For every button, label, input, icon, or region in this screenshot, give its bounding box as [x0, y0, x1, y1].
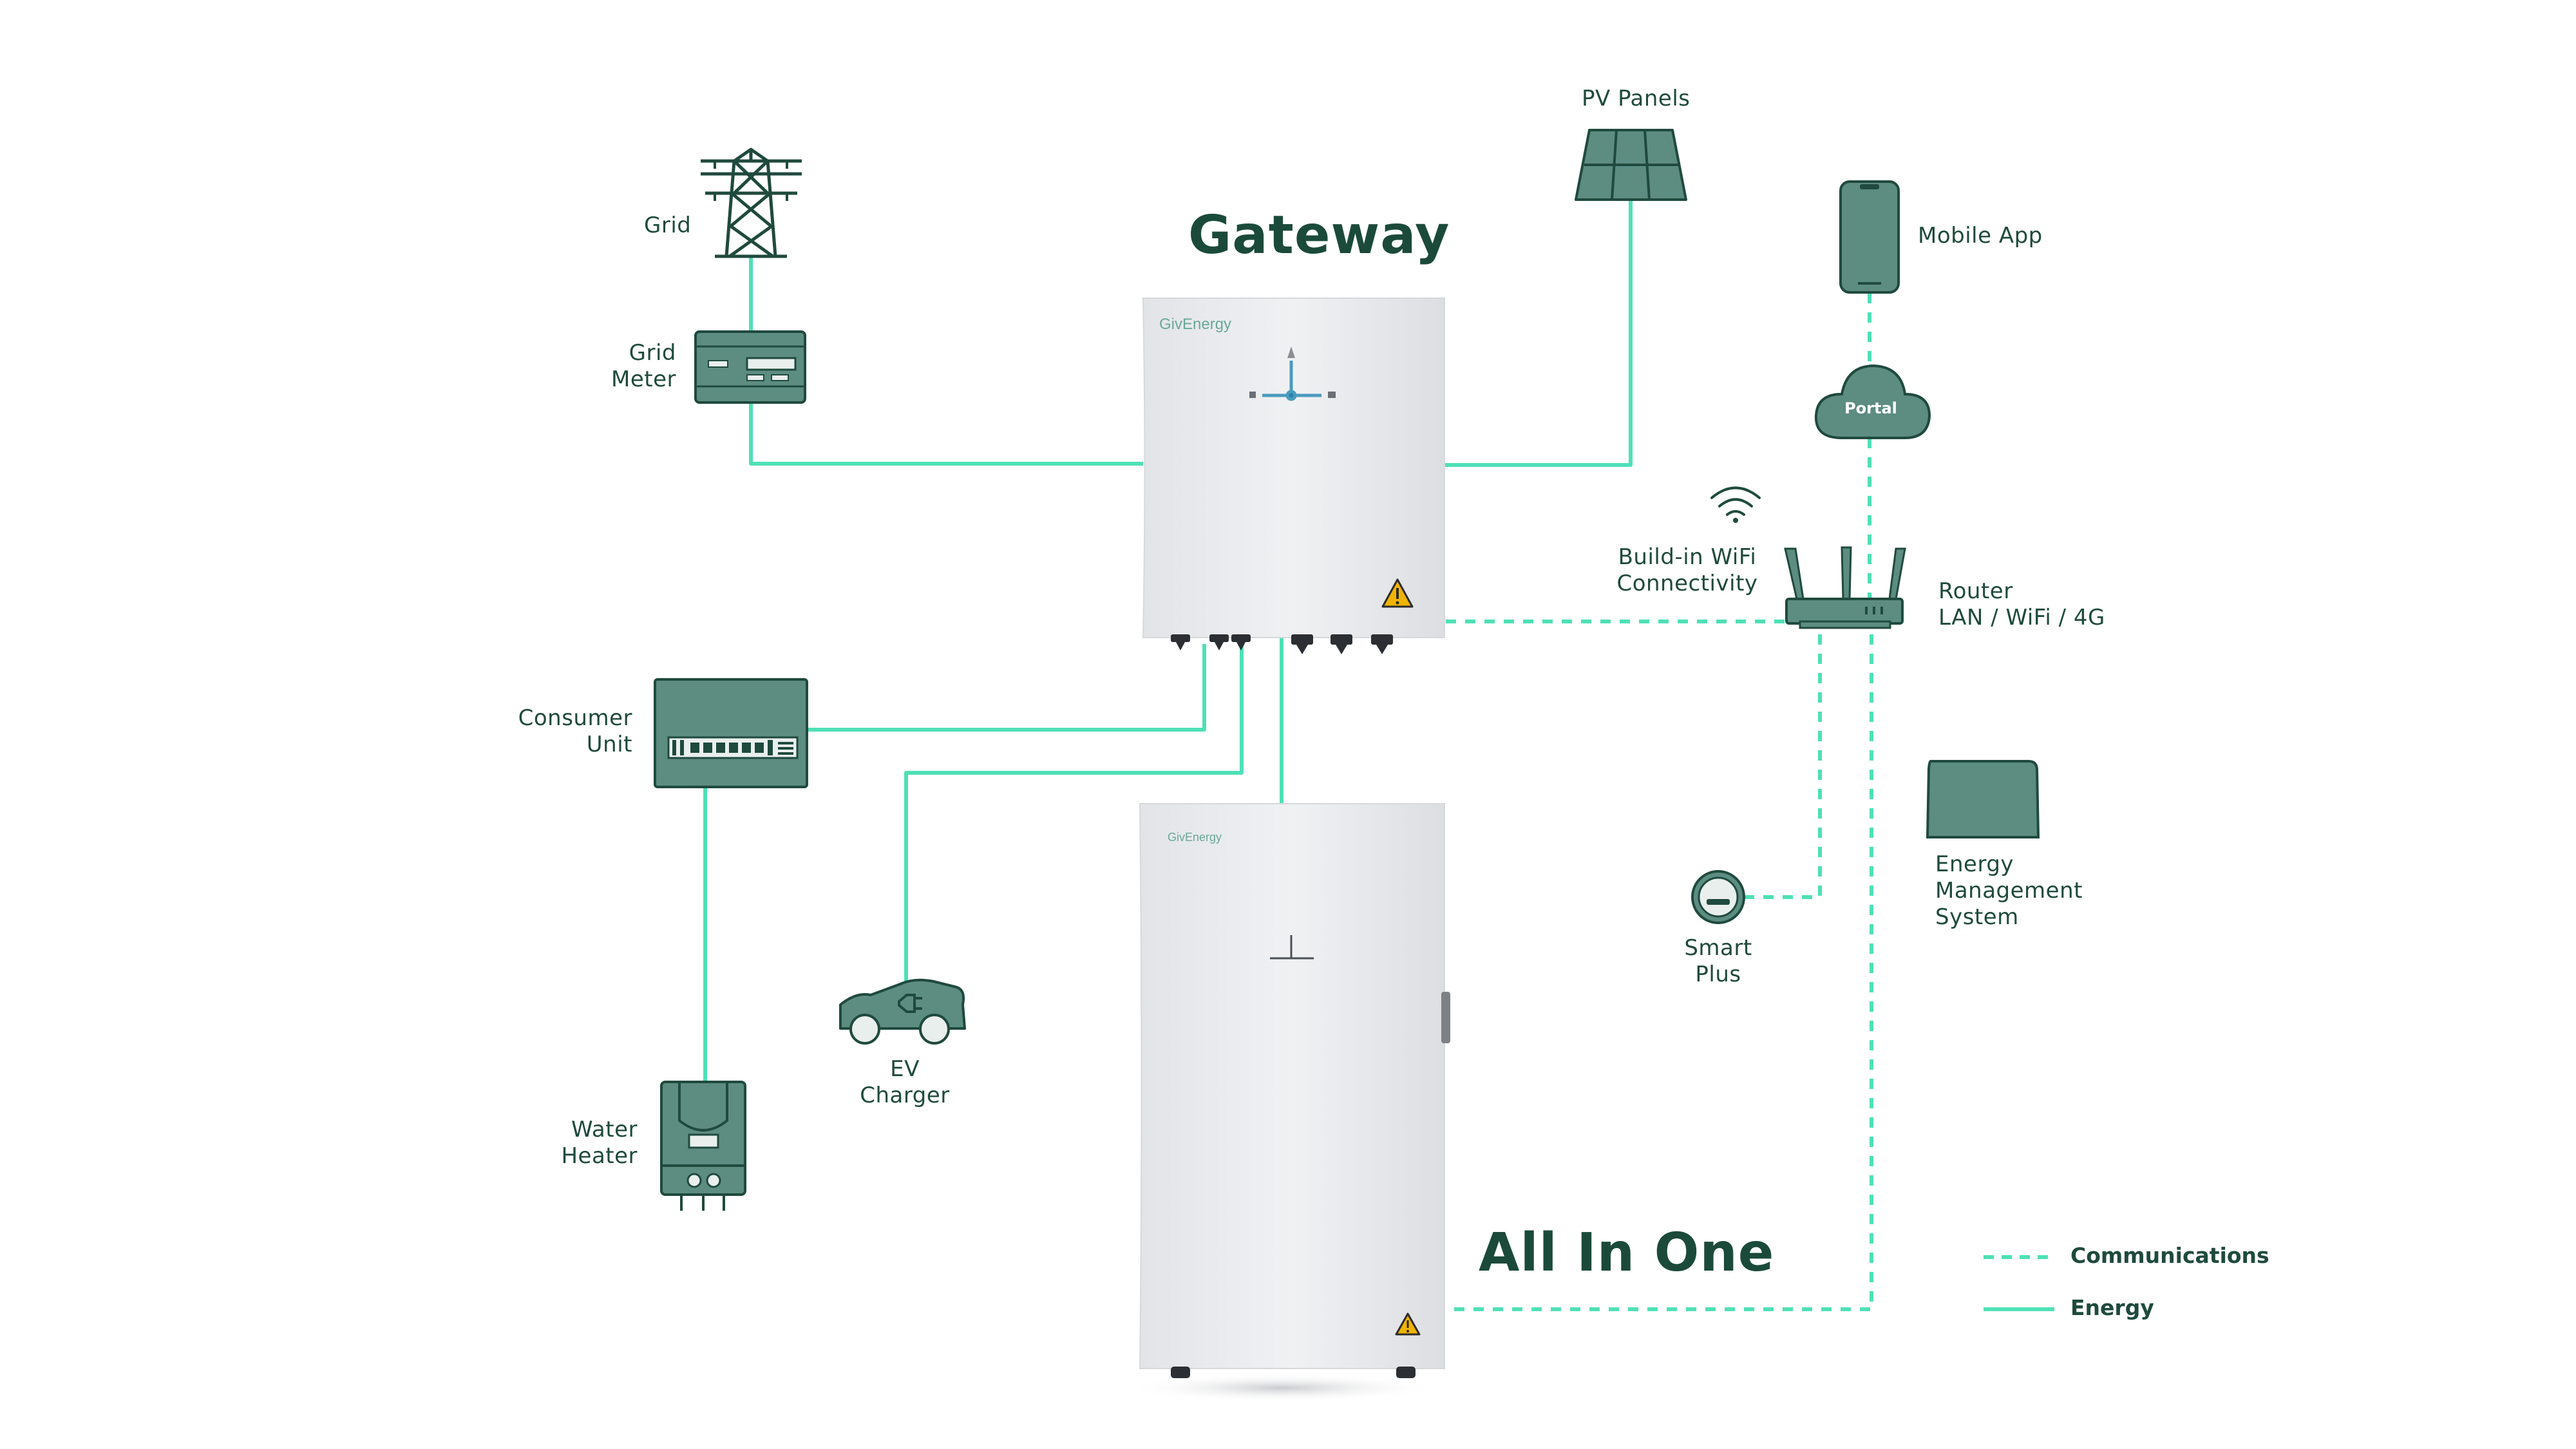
- gateway-title: Gateway: [1188, 205, 1450, 266]
- gateway-unit: [1142, 298, 1445, 654]
- gateway-warning-icon: [1381, 578, 1414, 608]
- grid-label: Grid: [644, 213, 692, 238]
- water-heater-label: Water Heater: [535, 1117, 638, 1170]
- cloud-icon: [1814, 364, 1931, 439]
- gateway-pylon-mark: [1287, 346, 1295, 358]
- gateway-brand: GivEnergy: [1159, 316, 1232, 333]
- aio-warning-icon: [1395, 1312, 1421, 1336]
- water-heater-icon: [660, 1081, 746, 1211]
- legend-energy-label: Energy: [2070, 1295, 2154, 1320]
- meter-icon: [694, 330, 806, 404]
- consumer-unit-icon: [654, 678, 808, 788]
- ev-charger-label-line1: EV: [890, 1056, 920, 1082]
- water-heater-label-line1: Water: [571, 1117, 638, 1142]
- wifi-label-line2: Connectivity: [1616, 571, 1758, 596]
- comm-line-router-to-aio: [1449, 634, 1873, 1311]
- energy-lines: [703, 201, 1633, 1082]
- grid-meter-label-line2: Meter: [611, 366, 676, 392]
- ems-screen-icon: [1926, 760, 2040, 838]
- aio-status-display: [1270, 935, 1314, 960]
- energy-line-meter-to-gateway: [749, 402, 1143, 466]
- smart-plus-label-line2: Plus: [1695, 961, 1741, 987]
- water-heater-label-line2: Heater: [561, 1143, 638, 1169]
- energy-line-gateway-to-consumer-unit: [807, 644, 1206, 732]
- ems-label-line1: Energy: [1935, 851, 2014, 877]
- wifi-label-line1: Build-in WiFi: [1618, 544, 1757, 570]
- energy-line-gateway-to-ev: [904, 644, 1244, 985]
- energy-line-pv-to-gateway: [1443, 201, 1633, 467]
- router-label-line2: LAN / WiFi / 4G: [1938, 605, 2105, 630]
- all-in-one-title: All In One: [1479, 1222, 1775, 1283]
- gateway-status-display: [1262, 361, 1321, 401]
- consumer-unit-label: Consumer Unit: [489, 705, 632, 758]
- pylon-icon: [701, 147, 802, 258]
- ems-label-line2: Management: [1935, 878, 2083, 904]
- pv-panels-label: PV Panels: [1582, 86, 1690, 111]
- portal-label: Portal: [1844, 399, 1897, 417]
- gateway-connectors: [1171, 634, 1393, 654]
- router-label-line1: Router: [1938, 578, 2013, 604]
- router-icon: [1784, 546, 1906, 629]
- ev-charger-label-line2: Charger: [860, 1083, 950, 1108]
- solar-panel-icon: [1575, 129, 1687, 201]
- aio-feet: [1171, 1367, 1416, 1378]
- router-label: Router LAN / WiFi / 4G: [1938, 578, 2105, 631]
- ems-label-line3: System: [1935, 904, 2019, 930]
- ev-charger-label: EV Charger: [853, 1056, 956, 1109]
- electric-car-icon: [839, 978, 966, 1045]
- smart-plus-icon: [1691, 870, 1745, 924]
- comm-line-router-to-smart-plus: [1745, 634, 1822, 899]
- aio-brand: GivEnergy: [1168, 831, 1222, 844]
- consumer-unit-label-line2: Unit: [586, 732, 632, 757]
- wifi-label: Build-in WiFi Connectivity: [1591, 544, 1784, 597]
- legend-swatches: [1984, 1255, 2054, 1311]
- consumer-unit-label-line1: Consumer: [518, 705, 632, 731]
- grid-meter-label: Grid Meter: [580, 340, 676, 393]
- wifi-icon: [1710, 486, 1761, 523]
- comm-lines: [1446, 293, 1873, 1311]
- smart-plus-label-line1: Smart: [1684, 935, 1752, 961]
- smart-plus-label: Smart Plus: [1667, 935, 1770, 988]
- ems-label: Energy Management System: [1935, 851, 2083, 931]
- phone-icon: [1839, 180, 1900, 294]
- all-in-one-unit: [1127, 803, 1450, 1402]
- grid-meter-label-line1: Grid: [629, 340, 676, 366]
- mobile-app-label: Mobile App: [1918, 223, 2043, 249]
- legend-communications-label: Communications: [2070, 1243, 2269, 1268]
